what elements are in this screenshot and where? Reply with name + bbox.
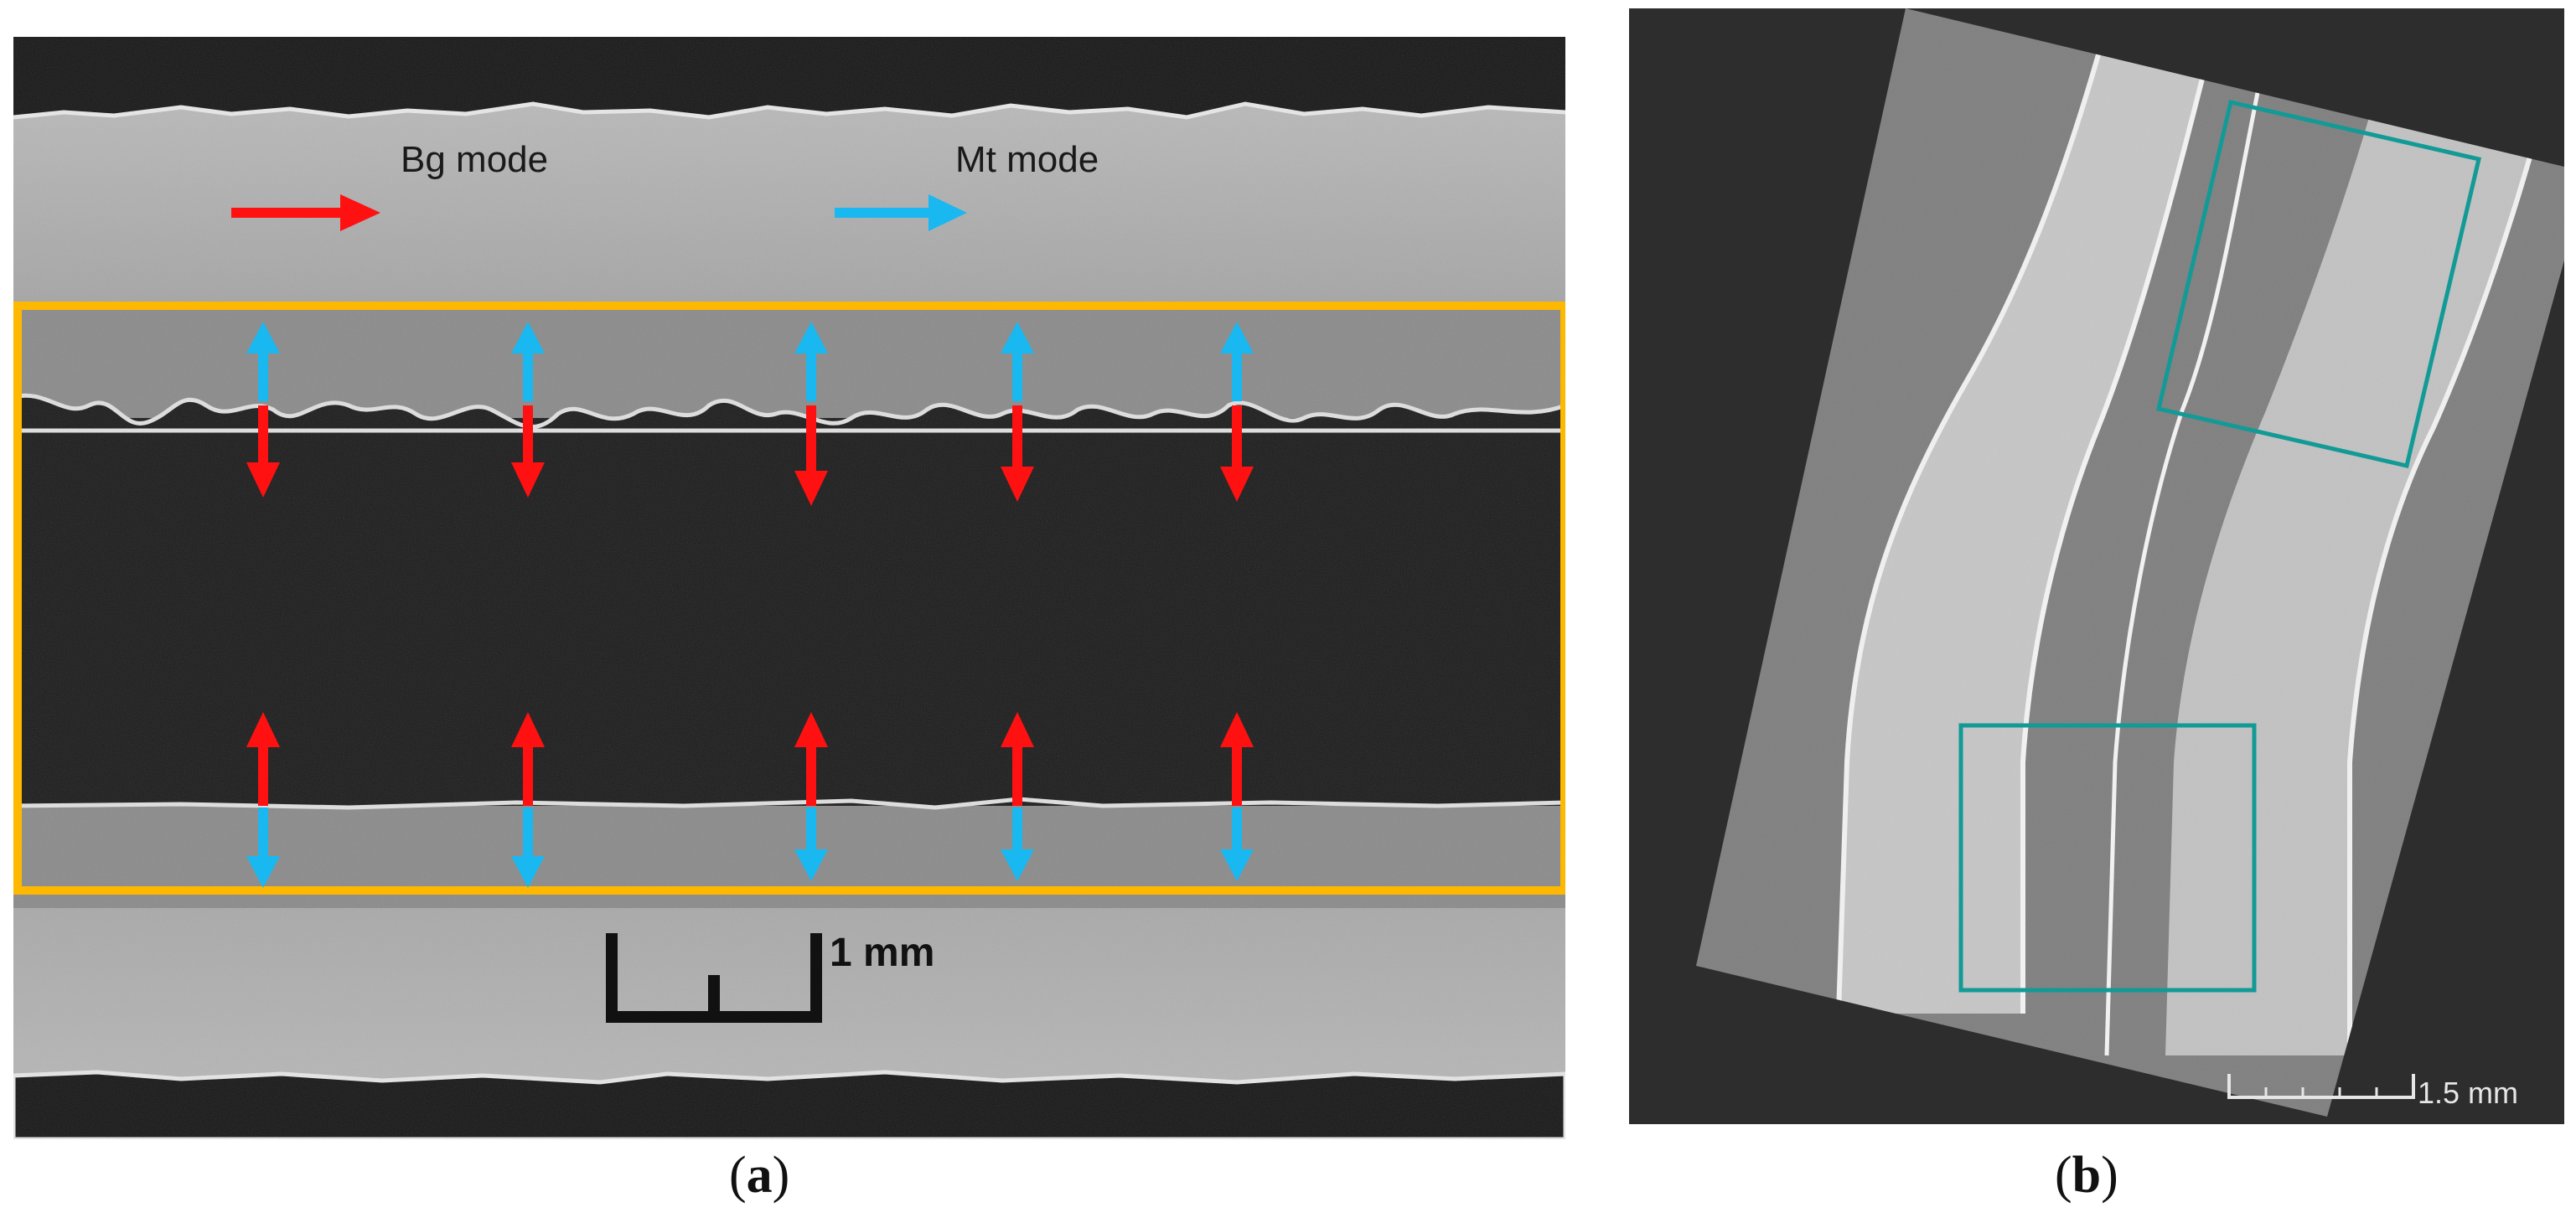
- legend-mt-mode-label: Mt mode: [955, 139, 1099, 180]
- scale-bar-b-label: 1.5 mm: [2418, 1076, 2519, 1110]
- mode-arrows: [246, 322, 1254, 888]
- micrograph-b-image: [1696, 8, 2564, 1117]
- micrograph-a-image: [13, 37, 1565, 1139]
- caption-a-letter: a: [746, 1147, 773, 1204]
- top-arrow-group-5: [1220, 322, 1254, 502]
- legend-mt-arrow-icon: [835, 194, 967, 231]
- legend-bg-mode-label: Bg mode: [401, 139, 549, 180]
- micrograph-panel-b: [1629, 8, 2564, 1124]
- roi-box-lower: [1958, 723, 2257, 993]
- bottom-arrow-group-1: [246, 712, 280, 888]
- bottom-arrow-group-5: [1220, 712, 1254, 881]
- bottom-arrow-group-3: [794, 712, 828, 881]
- top-arrow-group-3: [794, 322, 828, 506]
- highlight-frame: [13, 302, 1565, 895]
- top-arrow-group-1: [246, 322, 280, 498]
- caption-b: (b): [2055, 1147, 2118, 1204]
- top-arrow-group-4: [1001, 322, 1034, 502]
- roi-box-upper: [2155, 100, 2482, 468]
- scale-bar-b-icon: [2227, 1074, 2415, 1099]
- bottom-arrow-group-4: [1001, 712, 1034, 881]
- bottom-arrow-group-2: [511, 712, 545, 888]
- scale-bar-a-icon: [606, 933, 822, 1023]
- scale-bar-a-label: 1 mm: [830, 931, 935, 975]
- caption-a: (a): [729, 1147, 790, 1204]
- top-arrow-group-2: [511, 322, 545, 498]
- micrograph-panel-a: [13, 37, 1565, 1139]
- caption-b-letter: b: [2072, 1147, 2102, 1204]
- legend-bg-arrow-icon: [231, 194, 380, 231]
